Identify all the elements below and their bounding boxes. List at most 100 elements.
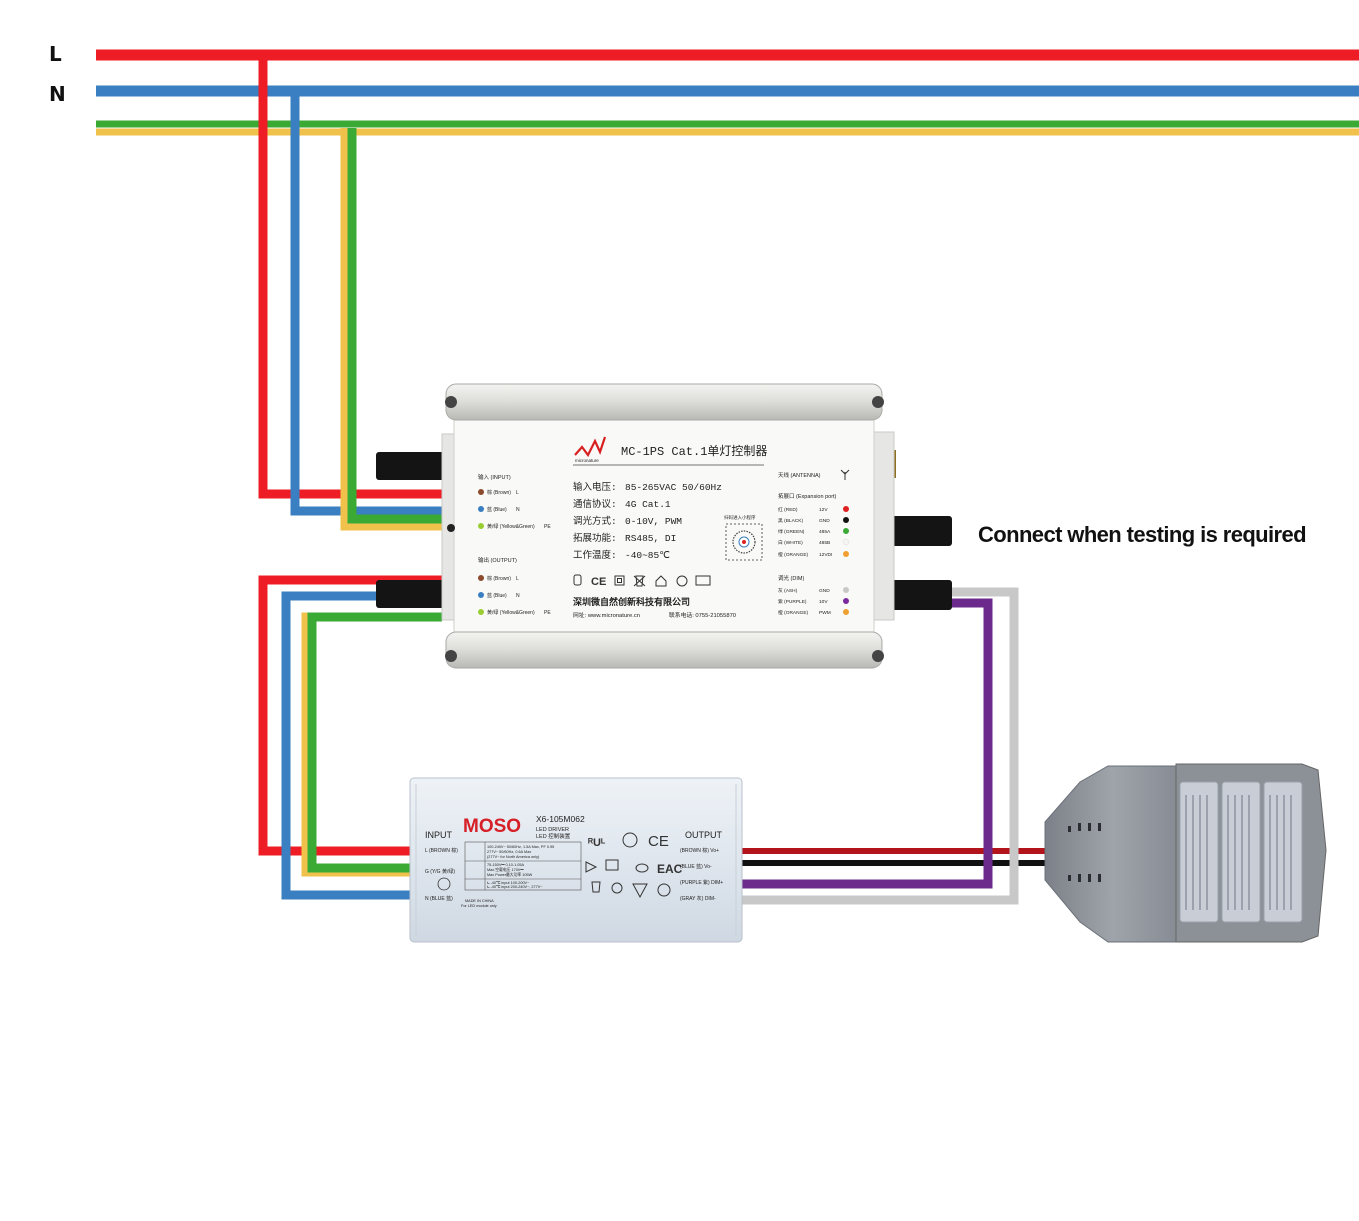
dim-wire-value: PWM (819, 610, 831, 616)
company-phone: 联系电话: 0755-21055870 (669, 611, 736, 619)
expansion-header: 拓展口 (Expansion port) (778, 492, 837, 500)
driver-output-pin: (BROWN 棕) Vo+ (680, 847, 719, 854)
driver-spec-row: tₐ -40℃ input 200-240V~, 277V~ (487, 885, 543, 889)
expansion-wire-value: GND (819, 518, 830, 524)
wire-color-dot (478, 523, 484, 529)
spec-label: 拓展功能: (573, 532, 617, 544)
class-ii-icon (614, 575, 625, 586)
input-wire-name: 蓝 (Blue) (487, 506, 507, 513)
neutral-bus-label: N (49, 82, 66, 106)
live-bus-label: L (49, 42, 62, 66)
dim-plus-wire (740, 598, 993, 889)
weee-bin-icon (591, 881, 601, 893)
output-wire-code: L (516, 576, 519, 582)
spec-label: 输入电压: (573, 481, 617, 493)
spec-value: RS485, DI (625, 533, 676, 544)
ip-icon (657, 883, 671, 897)
driver-input-pin: L (BROWN 棕) (425, 847, 458, 854)
company-name: 深圳微自然创新科技有限公司 (573, 596, 690, 607)
input-wire-code: PE (544, 524, 551, 530)
wire-color-dot (843, 528, 849, 534)
ta-triangle-icon (632, 883, 648, 899)
ip66-icon (695, 575, 711, 586)
driver-subtitle: LED DRIVER (536, 827, 569, 833)
expansion-wire-value: 12VDI (819, 552, 832, 558)
output-wire-code: PE (544, 610, 551, 616)
driver-certification-icons: ᴿUᴸ CE EAC (585, 832, 683, 899)
driver-spec-row: 100-240V~ 50/60Hz, 1.5A Max, PF 0.95 (487, 845, 554, 849)
input-earth-green-wire (347, 128, 442, 524)
output-wire-code: N (516, 593, 520, 599)
spec-value: 85-265VAC 50/60Hz (625, 482, 722, 493)
expansion-wire-value: 12V (819, 507, 828, 513)
controller-unit: micronature MC-1PS Cat.1单灯控制器 输入电压: 85-2… (376, 383, 952, 669)
dim-minus-wire (740, 587, 1019, 905)
spec-value: 0-10V, PWM (625, 516, 682, 527)
expansion-wire-name: 红 (RED) (778, 506, 798, 513)
driver-body (409, 777, 743, 943)
driver-output-pin: (BLUE 蓝) Vo- (680, 863, 712, 870)
weee-bin-icon (633, 575, 646, 587)
wire-color-dot (843, 609, 849, 615)
ccc-icon (622, 832, 638, 848)
expansion-wire-name: 绿 (GREEN) (778, 528, 805, 535)
driver-input-label: INPUT (425, 830, 453, 840)
wire-color-dot (843, 517, 849, 523)
dim-wire-name: 紫 (PURPLE) (778, 599, 807, 605)
qr-code-icon (725, 523, 763, 561)
expansion-wire-name: 白 (WHITE) (778, 539, 803, 546)
bus-lines (96, 49, 1359, 136)
antenna-icon (840, 469, 850, 480)
ip-icon (676, 575, 688, 587)
micronature-logo (574, 436, 607, 458)
input-wire-name: 棕 (Brown) (487, 489, 511, 496)
driver-input-pin: G (Y/G 黄/绿) (425, 868, 455, 875)
dim-wire-value: GND (819, 588, 830, 594)
output-cable-gland (376, 580, 454, 608)
driver-spec-row: Max Power最大功率 105W (487, 872, 533, 877)
driver-output-pin: (GRAY 灰) DIM- (680, 895, 716, 902)
wire-color-dot (478, 506, 484, 512)
output-live-wire (258, 575, 442, 856)
thermal-icon (611, 882, 623, 894)
input-wire-name: 黄/绿 (Yellow&Green) (487, 523, 535, 530)
driver-spec-table (464, 841, 582, 891)
input-neutral-wire (290, 91, 442, 516)
driver-subtitle-cn: LED 控制装置 (536, 832, 571, 840)
wire-color-dot (842, 538, 850, 546)
driver-spec-row: 277V~ 50/60Hz, 0.6A Max (487, 850, 531, 854)
output-wire-name: 黄/绿 (Yellow&Green) (487, 609, 535, 616)
home-icon (655, 575, 667, 587)
driver-output-pin: (PURPLE 紫) DIM+ (680, 880, 723, 886)
led-driver: MOSO X6-105M062 LED DRIVER LED 控制装置 INPU… (409, 777, 743, 943)
dim-wire-name: 橙 (ORANGE) (778, 609, 809, 616)
wire-color-dot (478, 609, 484, 615)
class-ii-icon (605, 859, 619, 871)
testing-note: Connect when testing is required (978, 522, 1307, 547)
street-lamp (1044, 763, 1327, 943)
transformer-icon (585, 861, 598, 873)
ul-mark: ᴿUᴸ (588, 837, 606, 849)
driver-spec-row: Max.空载电压 170V⎓ (487, 867, 523, 872)
driver-model: X6-105M062 (536, 814, 585, 824)
ce-mark: CE (591, 576, 606, 588)
driver-output-wires (740, 587, 1050, 905)
lamp-vents (1068, 823, 1101, 882)
dim-header: 调光 (DIM) (778, 574, 804, 582)
driver-spec-row: tₐ -40℃ input 100-200V~ (487, 881, 530, 885)
spec-value: -40~85℃ (625, 550, 670, 561)
spec-label: 调光方式: (573, 515, 617, 527)
driver-spec-row: (277V~ for North America only) (487, 855, 540, 859)
input-header: 输入 (INPUT) (478, 473, 511, 481)
wire-color-dot (843, 598, 849, 604)
input-live-wire (258, 55, 442, 499)
output-earth-green-wire (307, 612, 442, 873)
expansion-wire-name: 黑 (BLACK) (778, 518, 803, 524)
wire-color-dot (478, 592, 484, 598)
expansion-wire-name: 橙 (ORANGE) (778, 551, 809, 558)
output-wire-name: 蓝 (Blue) (487, 592, 507, 599)
earth-ground-icon (437, 877, 451, 891)
controller-output-wires (258, 575, 442, 900)
dim-wire-name: 灰 (ASH) (778, 587, 798, 594)
led-module (1179, 781, 1303, 923)
